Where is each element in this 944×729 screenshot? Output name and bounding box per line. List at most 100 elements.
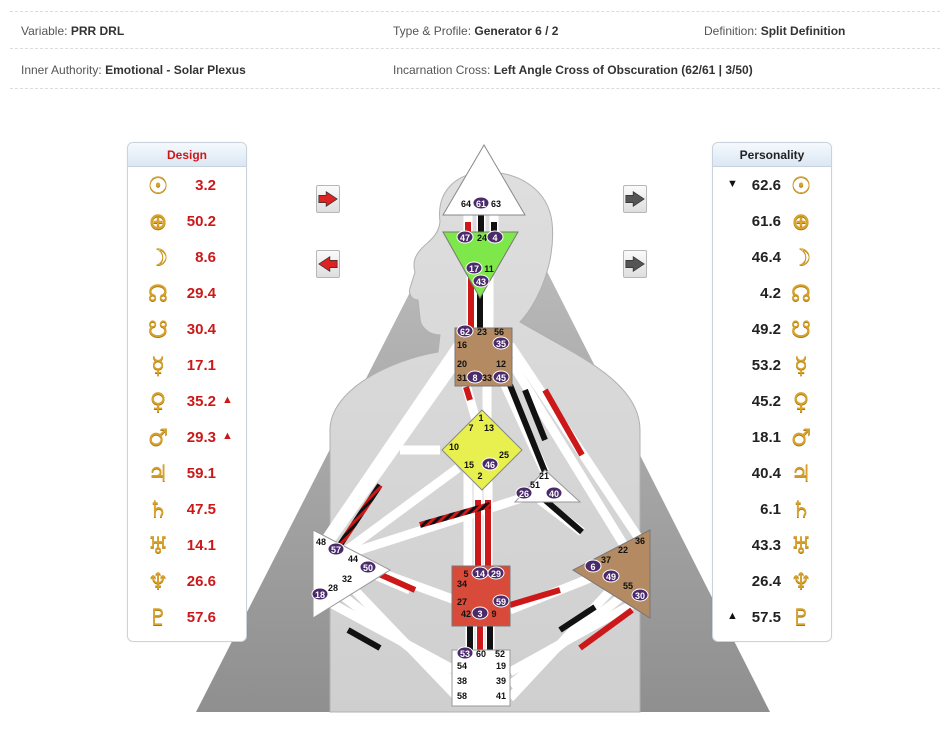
moon-icon: ☽ [147,245,169,271]
gate-label: 29 [491,569,501,579]
earth-icon: ⊕ [148,209,168,235]
uranus-icon: ♅ [790,533,812,559]
head-center [442,144,526,216]
gate-label: 7 [468,423,473,433]
channel-segment [558,604,597,633]
type-profile-info: Type & Profile: Generator 6 / 2 [393,24,558,38]
gate-label: 10 [449,442,459,452]
personality-row: ♇57.5▲ [713,601,831,637]
channel-26-44 [333,492,527,563]
personality-row: ⊕61.6 [713,205,831,241]
personality-gate-value: 45.2 [751,393,781,410]
gate-label: 4 [492,233,497,243]
design-row: ☊29.4 [128,277,246,313]
personality-line-marker: ▼ [727,178,738,190]
gate-badge [327,542,345,556]
channel-segment [542,388,585,457]
gate-label: 49 [606,572,616,582]
gate-label: 64 [461,199,471,209]
gate-badge [359,560,377,574]
channel-segment [507,383,548,474]
personality-forward-button[interactable] [623,185,647,213]
channel-49-19 [506,576,624,702]
saturn-icon: ♄ [147,497,169,523]
gate-badge [492,336,510,350]
authority-info: Inner Authority: Emotional - Solar Plexu… [21,63,246,77]
gate-badge [515,486,533,500]
gate-badge [481,457,499,471]
design-gate-value: 47.5 [186,501,216,518]
gate-label: 36 [635,536,645,546]
design-gate-value: 29.3 [186,429,216,446]
gate-label: 41 [496,691,506,701]
design-row: ♇57.6 [128,601,246,637]
design-row: ☿17.1 [128,349,246,385]
design-forward-button[interactable] [316,185,340,213]
incarnation-cross-info: Incarnation Cross: Left Angle Cross of O… [393,63,753,77]
authority-value: Emotional - Solar Plexus [105,63,246,77]
personality-gate-value: 57.5 [751,609,781,626]
gate-label: 50 [363,563,373,573]
gate-label: 2 [477,471,482,481]
personality-row: ♀45.2 [713,385,831,421]
design-line-marker: ▲ [222,394,233,406]
gate-label: 44 [348,554,358,564]
arrow-right-icon [625,190,645,208]
gate-label: 56 [494,327,504,337]
personality-row: ☊4.2 [713,277,831,313]
gate-label: 3 [477,609,482,619]
info-row-authority: Inner Authority: Emotional - Solar Plexu… [10,51,940,89]
channel-segment [543,497,584,535]
pluto-icon: ♇ [790,605,812,631]
jupiter-icon: ♃ [790,461,812,487]
gate-label: 47 [460,233,470,243]
gate-label: 1 [478,413,483,423]
personality-gate-value: 43.3 [751,537,781,554]
g-center [441,409,523,491]
design-back-button[interactable] [316,250,340,278]
channel-32-54b [341,576,462,702]
personality-row: ♆26.4 [713,565,831,601]
design-gate-value: 59.1 [186,465,216,482]
design-gate-value: 3.2 [195,177,216,194]
personality-panel: Personality ☉62.6▼⊕61.6☽46.4☊4.2☋49.2☿53… [712,142,832,642]
type-profile-label: Type & Profile: [393,24,472,38]
channel-16-48 [321,342,462,543]
design-gate-value: 57.6 [186,609,216,626]
gate-label: 17 [469,264,479,274]
gate-badge [456,324,474,338]
gate-label: 8 [472,373,477,383]
design-row: ♅14.1 [128,529,246,565]
info-row-type: Variable: PRR DRL Type & Profile: Genera… [10,11,940,49]
gate-label: 54 [457,661,467,671]
personality-gate-value: 4.2 [760,285,781,302]
gate-badge [492,370,510,384]
personality-back-button[interactable] [623,250,647,278]
design-row: ☽8.6 [128,241,246,277]
mercury-icon: ☿ [793,353,809,379]
gate-badge [486,230,504,244]
gate-label: 52 [495,649,505,659]
design-row: ⊕50.2 [128,205,246,241]
personality-row: ♄6.1 [713,493,831,529]
gate-label: 55 [623,581,633,591]
gate-label: 58 [457,691,467,701]
channel-segment [522,388,548,442]
channel-segment [578,607,634,651]
personality-row: ♂18.1 [713,421,831,457]
gate-label: 45 [496,373,506,383]
design-panel: Design ☉3.2⊕50.2☽8.6☊29.4☋30.4☿17.1♀35.2… [127,142,247,642]
design-gate-value: 17.1 [186,357,216,374]
personality-row: ☽46.4 [713,241,831,277]
channel-segment [509,587,561,608]
design-line-marker: ▲ [222,430,233,442]
personality-row: ♃40.4 [713,457,831,493]
definition-value: Split Definition [760,24,846,38]
gate-label: 9 [491,609,496,619]
variable-info: Variable: PRR DRL [21,24,124,38]
jupiter-icon: ♃ [147,461,169,487]
personality-gate-value: 62.6 [751,177,781,194]
earth-icon: ⊕ [791,209,811,235]
gate-badge [545,486,563,500]
